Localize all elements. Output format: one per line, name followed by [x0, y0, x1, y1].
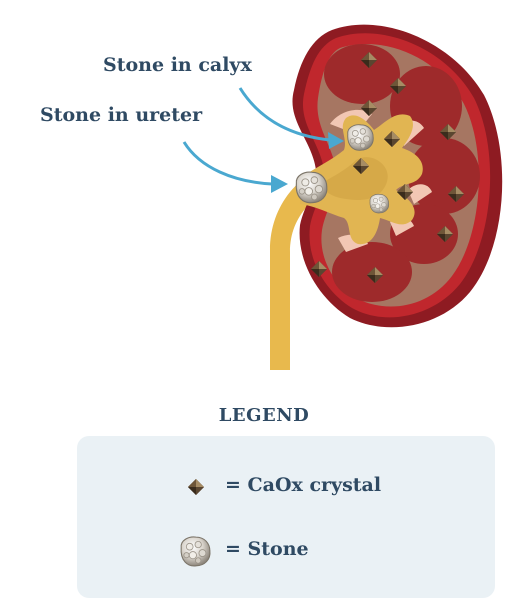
stone-icon: [180, 536, 211, 567]
arrow-to-calyx: [238, 87, 331, 142]
arrow-head-calyx: [328, 132, 344, 149]
arrow-to-ureter: [182, 141, 273, 186]
legend-box: = CaOx crystal = Stone: [77, 436, 495, 598]
caox-crystal-icon: [188, 479, 204, 495]
stone-in-ureter: [295, 171, 328, 204]
arrow-head-ureter: [271, 175, 288, 193]
legend-title: LEGEND: [218, 405, 310, 426]
ureter: [270, 162, 346, 370]
legend-item-crystal: = CaOx crystal: [77, 468, 495, 508]
pyramid: [324, 44, 400, 104]
kidney-diagram: [182, 24, 503, 370]
legend-item-stone: = Stone: [77, 532, 495, 572]
label-stone-in-calyx: Stone in calyx: [103, 54, 252, 76]
label-stone-in-ureter: Stone in ureter: [40, 104, 203, 126]
stone-in-calyx: [347, 124, 374, 151]
stone-small: [369, 193, 390, 214]
legend-label-stone: = Stone: [225, 538, 309, 560]
legend-label-crystal: = CaOx crystal: [225, 474, 382, 496]
